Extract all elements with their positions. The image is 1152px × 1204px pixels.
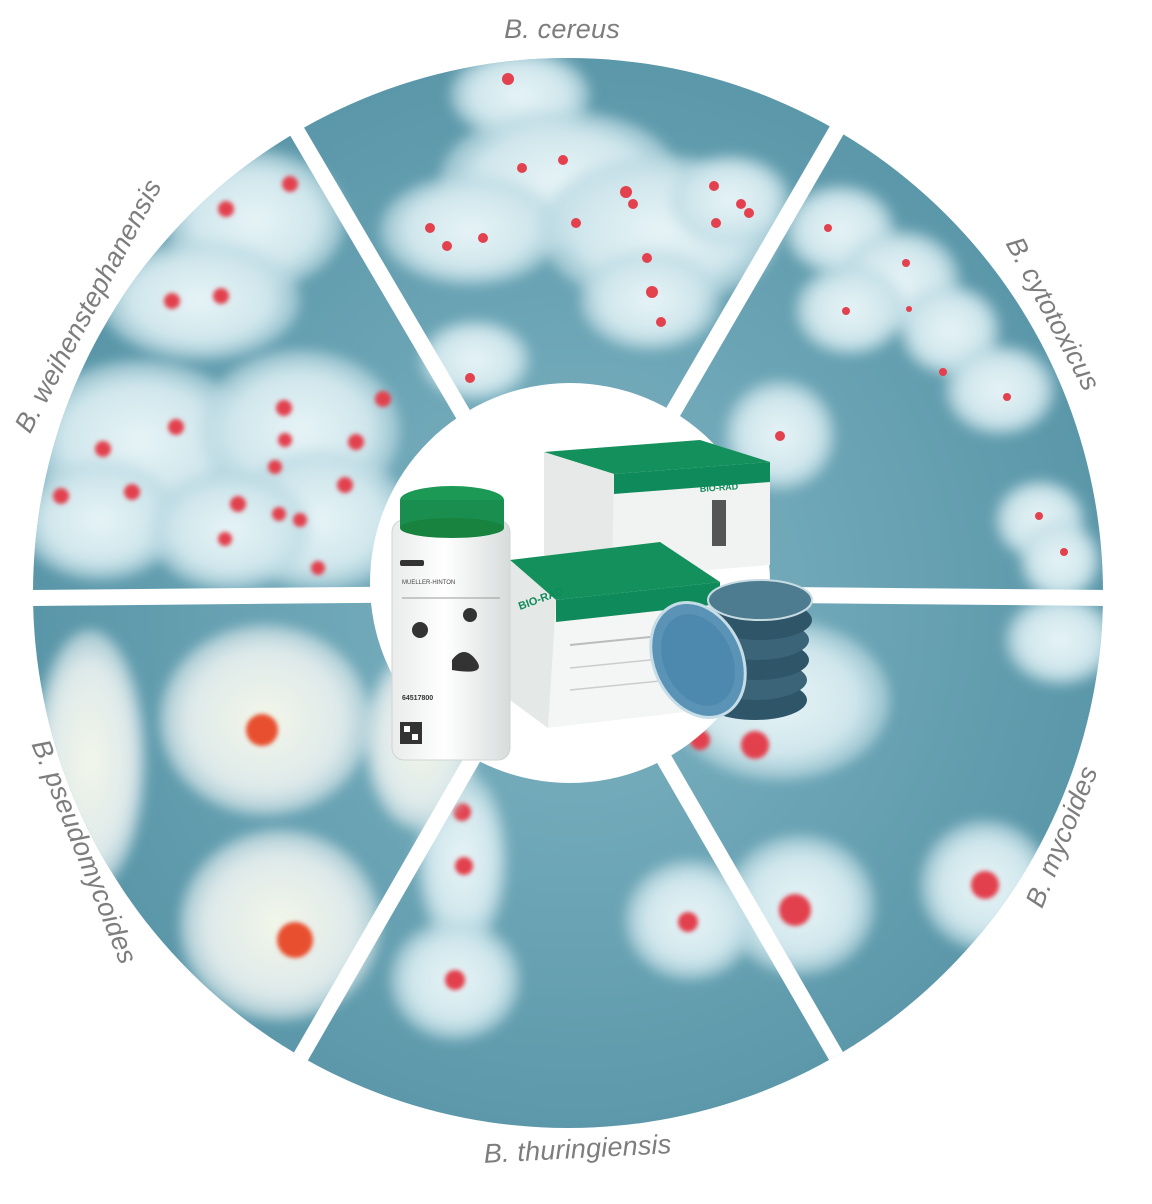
- sector-cytotoxicus-photo: [725, 185, 1100, 600]
- sector-weihenstephanensis-photo: [33, 150, 410, 590]
- mycoides-colonies: [690, 730, 999, 926]
- cytotoxicus-colonies: [775, 224, 1068, 556]
- sector-cereus-photo: [380, 58, 790, 400]
- label-thuringiensis: B. thuringiensis: [483, 1129, 672, 1169]
- product-center-disc: BIO-RAD BIO-RAD MUELLER-HINTON 6451780: [370, 383, 813, 783]
- petri-dish-stack: [649, 579, 813, 720]
- bottle-code-text: 64517800: [402, 695, 433, 702]
- product-box-back: BIO-RAD: [544, 440, 770, 578]
- media-bottle: MUELLER-HINTON 64517800: [391, 486, 511, 761]
- label-cereus: B. cereus: [504, 14, 620, 44]
- cereus-colonies: [425, 73, 754, 383]
- brand-logo-back: BIO-RAD: [699, 481, 739, 494]
- weihenstephanensis-colonies: [53, 176, 391, 575]
- thuringiensis-colonies: [445, 803, 698, 990]
- pseudomycoides-colonies: [246, 714, 313, 958]
- bottle-label-text: MUELLER-HINTON: [402, 580, 455, 586]
